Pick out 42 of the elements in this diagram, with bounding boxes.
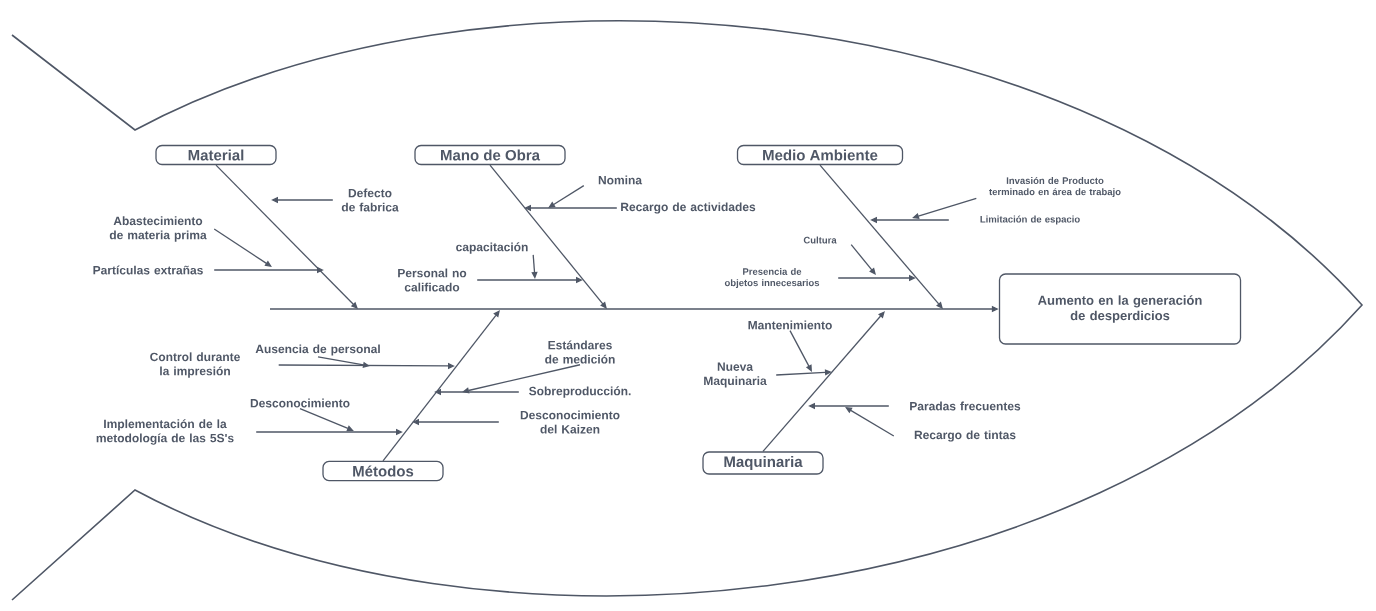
cause-label: Recargo de actividades (621, 202, 756, 214)
cause-label: Implementación de la metodología de las 5S's (96, 419, 234, 445)
cause-label: Partículas extrañas (93, 265, 203, 275)
cause-label: Ausencia de personal (255, 344, 380, 356)
arrow (789, 329, 812, 372)
cause-label: Abastecimiento de materia prima (109, 216, 207, 242)
cause-label: Presencia de objetos innecesarios (724, 267, 820, 289)
cause-label: Recargo de tintas (914, 430, 1016, 442)
arrow (462, 364, 581, 394)
category-box: Medio Ambiente (736, 144, 904, 166)
cause-label: Cultura (803, 236, 837, 244)
cause-label: Estándares de medición (545, 340, 615, 364)
arrow (762, 311, 885, 452)
category-box: Material (155, 144, 277, 166)
cause-label: Control durante la impresión (150, 352, 240, 378)
cause-label: Personal no calificado (398, 268, 467, 292)
category-box: Métodos (322, 460, 444, 482)
arrow (845, 407, 895, 437)
category-box: Maquinaria (702, 451, 824, 475)
cause-label: Mantenimiento (748, 320, 832, 330)
arrow (489, 164, 607, 309)
cause-label: Limitación de espacio (980, 215, 1080, 225)
cause-label: Sobreproducción. (529, 386, 631, 398)
cause-label: Desconocimiento (250, 398, 350, 408)
arrow (299, 407, 354, 432)
arrow (215, 164, 358, 309)
arrow (213, 228, 272, 267)
category-box: Mano de Obra (414, 144, 566, 166)
arrow (382, 310, 500, 462)
effect-box: Aumento en la generación de desperdicios (998, 273, 1242, 345)
cause-label: Paradas frecuentes (910, 401, 1021, 411)
cause-label: Nueva Maquinaria (704, 362, 767, 388)
arrow (548, 184, 585, 208)
arrow (819, 164, 943, 309)
cause-label: capacitación (456, 242, 528, 254)
arrow (850, 244, 876, 275)
cause-label: Nomina (598, 175, 643, 185)
cause-label: Defecto de fabrica (341, 188, 399, 212)
cause-label: Desconocimiento del Kaizen (520, 410, 620, 434)
arrow (317, 356, 370, 368)
cause-label: Invasión de Producto terminado en área de trabajo (989, 176, 1121, 198)
arrow (912, 197, 977, 219)
